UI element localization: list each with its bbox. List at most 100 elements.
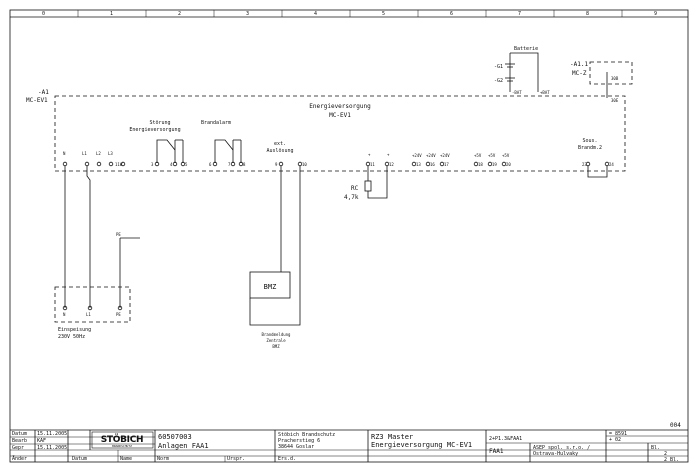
jumper-wire: [587, 166, 608, 178]
voltage-label: +24V: [412, 153, 422, 158]
column-number: 8: [586, 11, 589, 17]
tb-bottom-label: Name: [120, 456, 132, 462]
terminal-label: 24: [609, 162, 614, 167]
terminal-label: 9: [275, 162, 278, 167]
voltage-label: +5V: [474, 153, 482, 158]
group-ext: ext.: [274, 141, 286, 147]
tb-ers: Ers.d.: [278, 456, 296, 462]
svg-text:STÖBICH: STÖBICH: [101, 434, 144, 445]
supply-pe: PE: [116, 312, 121, 317]
supply-spec: 230V 50Hz: [58, 334, 85, 340]
tb-bottom-label: Urspr.: [227, 456, 245, 462]
tb-row-label: Änder: [12, 455, 27, 462]
stoebich-logo: STÖBICH BRANDSCHUTZ: [91, 431, 154, 449]
column-number: 2: [178, 11, 181, 17]
tb-order-no: 60507003: [158, 433, 192, 441]
terminal-label: 19: [492, 162, 497, 167]
tb-client: ASEP spol. s.r.o. /: [533, 445, 590, 451]
terminal-label: 18: [478, 162, 483, 167]
tb-row-label: Bearb: [12, 438, 27, 444]
relay-contacts-stoerung: [156, 139, 184, 163]
terminal-strip: [62, 161, 610, 167]
terminal-label: 4: [170, 162, 173, 167]
tb-bottom-label: Datum: [72, 456, 87, 462]
column-number: 5: [382, 11, 385, 17]
tb-bottom-label: Norm: [157, 456, 169, 462]
device-id: -A1: [38, 89, 49, 96]
column-number: 6: [450, 11, 453, 17]
terminal-label: N: [63, 151, 66, 156]
device2-pin-bottom: 30E: [611, 98, 619, 103]
voltage-label: +5V: [502, 153, 510, 158]
column-number: 9: [654, 11, 657, 17]
tb-row-label: Gepr: [12, 445, 24, 451]
voltage-label: +: [368, 152, 371, 157]
resistor-rc: RC 4,7k: [344, 166, 388, 201]
resistor-value: 4,7k: [344, 194, 359, 201]
title-block: Datum Bearb Gepr Änder 15.11.2005 15.11.…: [10, 429, 688, 463]
bmz-caption: BMZ: [272, 344, 280, 349]
tb-loc: + 02: [609, 437, 621, 443]
tb-initials: KAF: [37, 438, 46, 444]
group-brandalarm: Brandalarm: [201, 120, 231, 126]
relay-contacts-brandalarm: [214, 139, 242, 163]
group-sous: Sous.: [582, 138, 597, 144]
terminal-label: 13: [416, 162, 421, 167]
tb-title: RZ3 Master: [371, 433, 413, 441]
terminal-label: 23: [582, 162, 587, 167]
tb-sheet-ref: 2+P1.3&FAA1: [489, 436, 522, 442]
battery-pos: +BAT: [540, 90, 550, 95]
column-number: 3: [246, 11, 249, 17]
tb-bl: Bl.: [651, 445, 660, 451]
bmz-wiring: BMZ Brandmeldung Zentrale BMZ: [249, 166, 301, 349]
tb-code: FAA1: [489, 448, 504, 455]
terminal-label: L1: [82, 151, 87, 156]
device-title: Energieversorgung: [309, 103, 371, 110]
device-box-mcz: -A1.1 MC-Z 30B 30E: [570, 61, 633, 103]
device2-id: -A1.1: [570, 61, 588, 68]
column-number: 7: [518, 11, 521, 17]
group-ext-sub: Auslösung: [266, 148, 293, 154]
tb-date: 15.11.2005: [37, 431, 67, 437]
tb-client: Ostrava-Hulvaky: [533, 451, 578, 457]
supply-wiring: PE: [64, 166, 140, 308]
voltage-label: +: [387, 152, 390, 157]
voltage-label: +5V: [488, 153, 496, 158]
terminal-label: L2: [96, 151, 101, 156]
tb-row-label: Datum: [12, 431, 27, 437]
svg-text:BRANDSCHUTZ: BRANDSCHUTZ: [112, 444, 132, 448]
battery-title: Batterie: [514, 46, 538, 52]
tb-date: 15.11.2005: [37, 445, 67, 451]
group-sous-sub: Brandm.2: [578, 145, 602, 151]
battery-assembly: Batterie -G1 -G2 -BAT +BAT: [494, 46, 550, 95]
device2-pin-top: 30B: [611, 76, 619, 81]
tb-sheet: 2: [664, 451, 667, 457]
pe-label: PE: [116, 232, 121, 237]
battery-neg: -BAT: [512, 90, 522, 95]
terminal-label: 11W: [115, 162, 123, 167]
terminal-label: 7: [228, 162, 231, 167]
tb-company: Pracherstieg 6: [278, 438, 320, 444]
page-number: 004: [670, 422, 681, 429]
terminal-label: 12: [389, 162, 394, 167]
terminal-label: 8: [243, 162, 246, 167]
group-stoerung: Störung: [149, 120, 170, 126]
terminal-label: 20: [506, 162, 511, 167]
terminal-label: 16: [430, 162, 435, 167]
terminal-label: 17: [444, 162, 449, 167]
terminal-label: L3: [108, 151, 113, 156]
supply-title: Einspeisung: [58, 327, 91, 333]
resistor-name: RC: [351, 185, 359, 192]
tb-company: Stöbich Brandschutz: [278, 432, 335, 438]
terminal-label: 11: [370, 162, 375, 167]
tb-company: 38644 Goslar: [278, 444, 314, 450]
column-number: 1: [110, 11, 113, 17]
battery-g2: -G2: [494, 78, 503, 84]
voltage-label: +24V: [440, 153, 450, 158]
voltage-label: +24V: [426, 153, 436, 158]
bmz-caption: Brandmeldung: [262, 332, 291, 337]
column-ruler-ticks: [77, 10, 623, 17]
terminal-label: 3: [151, 162, 154, 167]
bmz-label: BMZ: [264, 283, 277, 291]
